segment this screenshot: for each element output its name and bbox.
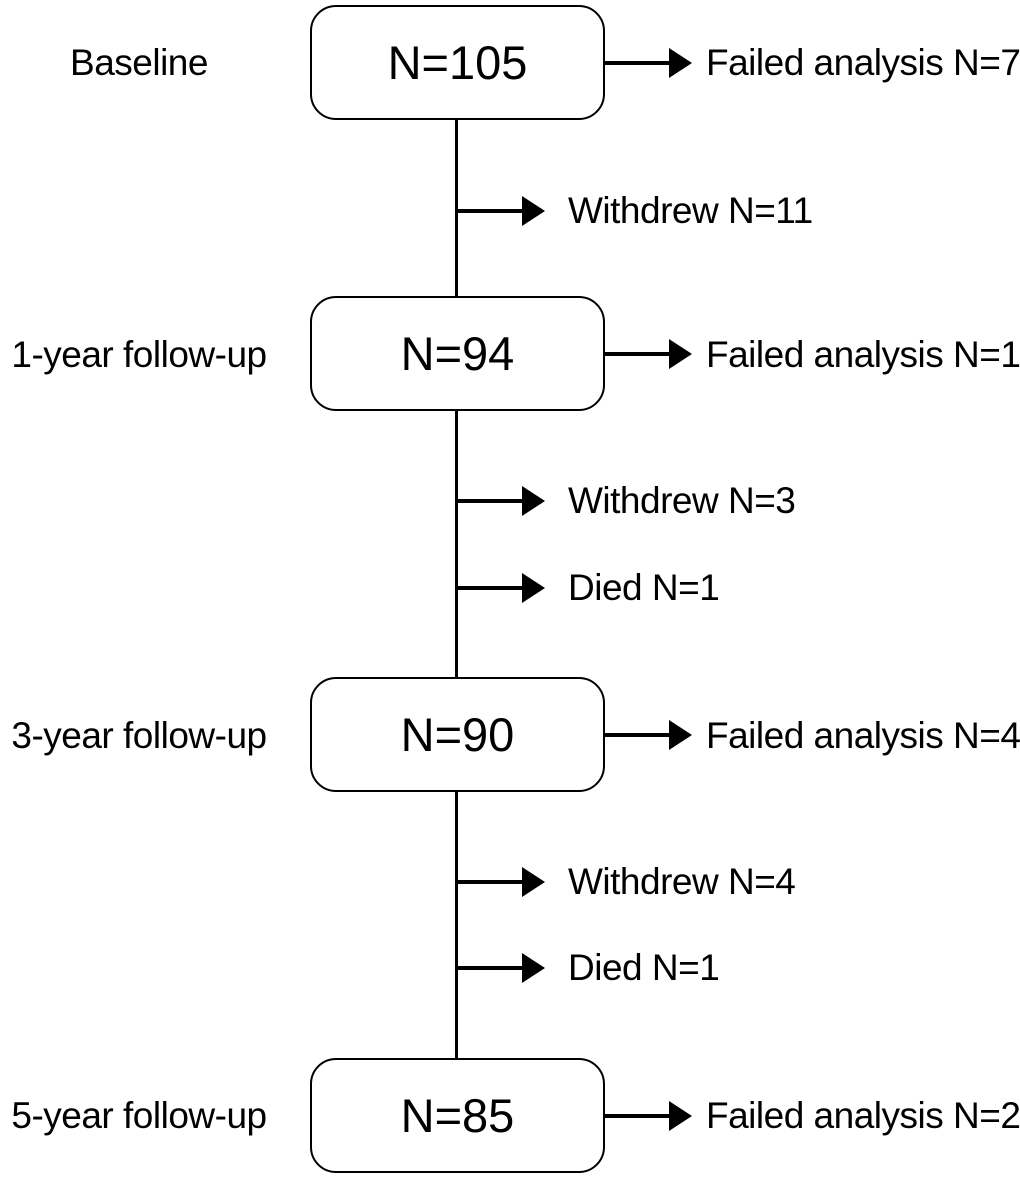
side-exit-label: Withdrew N=4: [568, 861, 796, 902]
failed-analysis-label: Failed analysis N=1: [706, 334, 1020, 375]
right-arrow-icon: [669, 48, 692, 78]
right-arrow-icon: [522, 867, 545, 897]
stage-box-5-year: N=85: [310, 1058, 605, 1173]
stage-label-baseline: Baseline: [70, 42, 208, 83]
stage-label-3-year: 3-year follow-up: [11, 715, 267, 756]
stage-count: N=105: [387, 36, 528, 89]
stage-box-baseline: N=105: [310, 5, 605, 120]
arrow-stem: [456, 880, 522, 884]
failed-analysis-label: Failed analysis N=4: [706, 715, 1020, 756]
arrow-stem: [604, 733, 669, 737]
stage-count: N=94: [400, 327, 515, 380]
side-exit-label: Withdrew N=3: [568, 480, 796, 521]
right-arrow-icon: [522, 573, 545, 603]
arrow-stem: [604, 1114, 669, 1118]
right-arrow-icon: [669, 339, 692, 369]
arrow-stem: [604, 352, 669, 356]
arrow-stem: [456, 586, 522, 590]
right-arrow-icon: [522, 196, 545, 226]
right-arrow-icon: [522, 953, 545, 983]
arrow-stem: [456, 966, 522, 970]
stage-box-3-year: N=90: [310, 677, 605, 792]
stage-box-1-year: N=94: [310, 296, 605, 411]
arrow-stem: [456, 209, 522, 213]
failed-analysis-label: Failed analysis N=2: [706, 1095, 1020, 1136]
right-arrow-icon: [669, 1101, 692, 1131]
arrow-stem: [604, 61, 669, 65]
right-arrow-icon: [522, 486, 545, 516]
stage-label-1-year: 1-year follow-up: [11, 334, 267, 375]
right-arrow-icon: [669, 720, 692, 750]
arrow-stem: [456, 499, 522, 503]
stage-count: N=90: [400, 708, 515, 761]
stage-label-5-year: 5-year follow-up: [11, 1095, 267, 1136]
side-exit-label: Died N=1: [568, 947, 720, 988]
stage-count: N=85: [400, 1089, 515, 1142]
failed-analysis-label: Failed analysis N=7: [706, 42, 1020, 83]
side-exit-label: Died N=1: [568, 567, 720, 608]
side-exit-label: Withdrew N=11: [568, 190, 813, 231]
